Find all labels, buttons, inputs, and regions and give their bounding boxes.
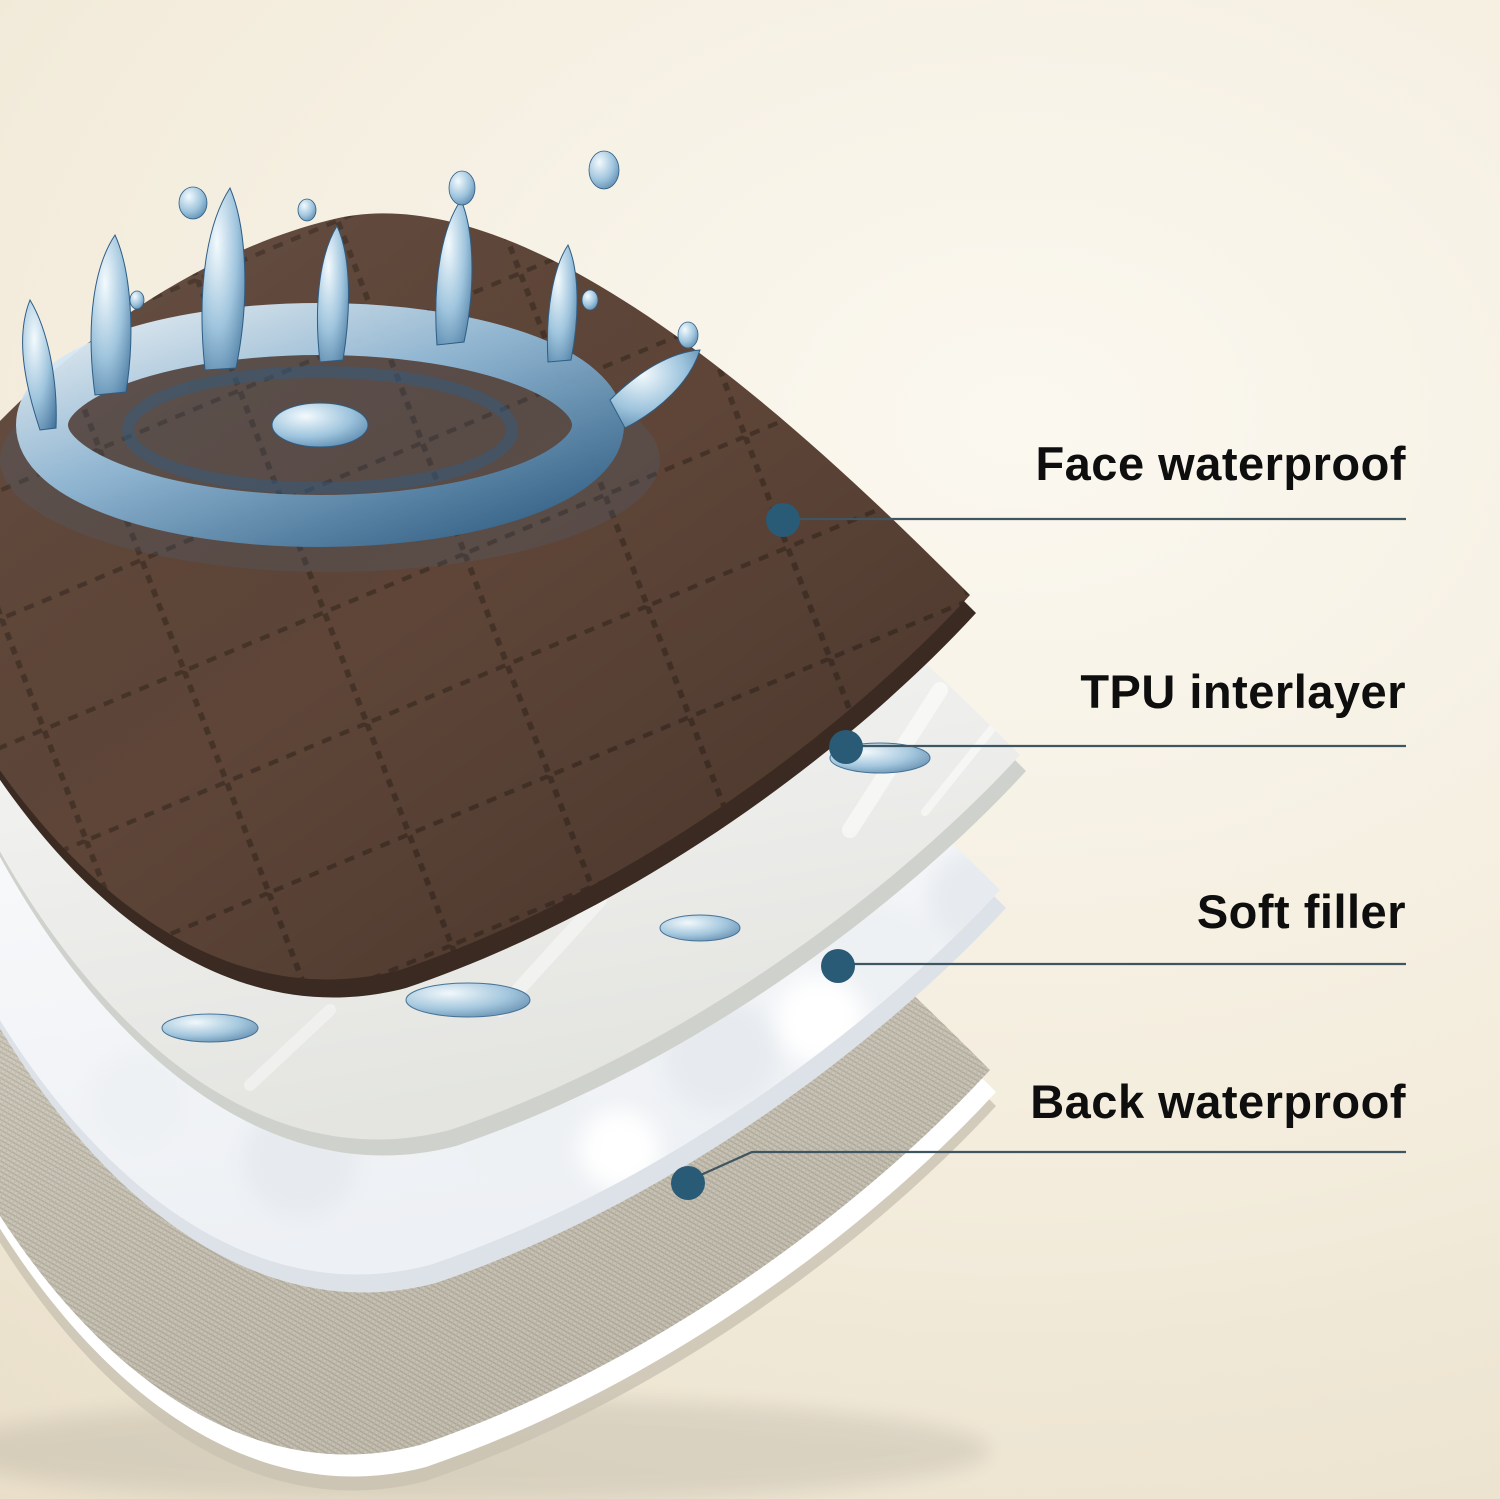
water-droplets-on-tpu [161,742,931,1043]
callout-line-back-waterproof [693,1150,1406,1180]
water-droplet [178,186,208,220]
water-droplet [297,198,317,222]
face-layer-graphic [0,150,976,998]
flying-water-droplets [129,150,699,349]
water-splash-graphic [0,150,701,572]
water-droplet [677,321,699,349]
soft-filler-fluff-texture [90,848,1000,1218]
water-droplet [129,290,145,310]
callout-dot-tpu-interlayer [829,730,863,764]
splash-crown-spikes [22,186,701,431]
callout-dots [671,503,863,1200]
callout-dot-back-waterproof [671,1166,705,1200]
label-back-waterproof: Back waterproof [1030,1075,1406,1128]
label-tpu-interlayer: TPU interlayer [1080,665,1406,718]
tpu-layer-graphic [0,373,1026,1156]
splash-center-blob [271,402,369,448]
water-droplet [581,289,599,311]
label-face-waterproof: Face waterproof [1035,437,1406,490]
water-droplet [161,1013,259,1043]
callout-dot-face-waterproof [766,503,800,537]
label-soft-filler: Soft filler [1196,885,1406,938]
water-droplet [659,914,741,942]
soft-filler-layer-graphic [0,508,1006,1293]
water-droplet [405,982,531,1018]
back-layer-graphic [0,688,996,1499]
callout-dot-soft-filler [821,949,855,983]
water-droplet [448,170,476,206]
callout-lines [693,517,1406,1180]
water-droplet [588,150,620,190]
